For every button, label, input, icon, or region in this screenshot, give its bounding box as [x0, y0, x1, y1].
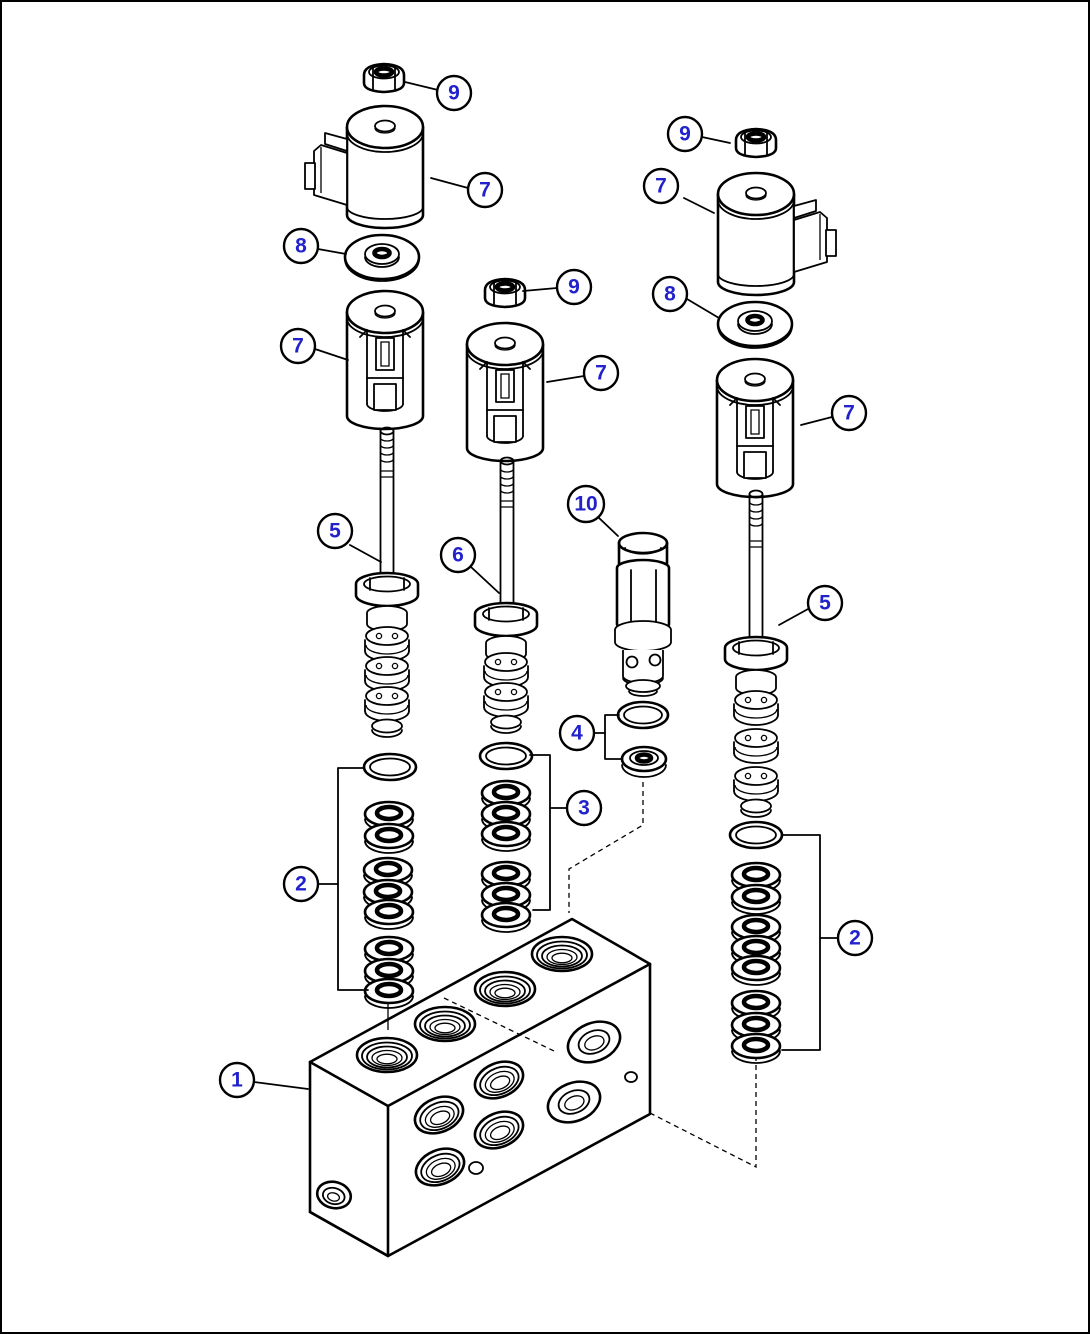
left-valve-assembly — [303, 64, 425, 1008]
right-valve-assembly — [715, 129, 838, 1063]
o-ring — [728, 820, 784, 850]
callout-label: 5 — [329, 520, 341, 543]
callout-label: 7 — [479, 179, 491, 202]
top-port — [473, 970, 537, 1008]
bracket-seal-kit-right — [781, 834, 821, 1051]
callout-4-plug-seals: 4 — [558, 714, 596, 752]
callout-9-middle-nut: 9 — [555, 268, 593, 306]
o-ring — [362, 752, 418, 782]
callout-3-middle-seal-kit: 3 — [565, 789, 603, 827]
cartridge-plug — [614, 531, 672, 697]
nut — [364, 64, 404, 92]
callout-label: 9 — [679, 123, 691, 146]
callout-label: 7 — [595, 362, 607, 385]
callout-label: 7 — [655, 175, 667, 198]
callout-6-middle-stem: 6 — [439, 536, 477, 574]
seal-stack — [732, 863, 780, 1063]
front-flat-port — [560, 1012, 628, 1072]
solenoid-coil-with-connector — [303, 104, 425, 230]
nut — [736, 129, 776, 157]
callout-label: 7 — [843, 402, 855, 425]
callout-7-left-upper-coil: 7 — [466, 171, 504, 209]
callout-9-right-nut: 9 — [666, 115, 704, 153]
callout-label: 2 — [849, 927, 861, 950]
callouts: 9 7 8 7 9 7 9 7 8 7 5 6 10 5 4 2 3 — [218, 74, 874, 1099]
manifold-block — [308, 917, 652, 1258]
washer — [345, 235, 419, 281]
callout-7-right-upper-coil: 7 — [642, 167, 680, 205]
callout-8-left-washer: 8 — [282, 227, 320, 265]
top-port — [355, 1036, 419, 1074]
callout-label: 2 — [295, 873, 307, 896]
front-port — [409, 1140, 471, 1194]
seal-stack — [482, 781, 530, 932]
callout-label: 9 — [568, 276, 580, 299]
seal-stack — [364, 802, 413, 1008]
middle-valve-assembly — [465, 279, 551, 932]
callout-7-left-lower-coil: 7 — [279, 327, 317, 365]
callout-7-right-lower-coil: 7 — [830, 394, 868, 432]
solenoid-coil-with-connector — [716, 171, 838, 297]
valve-stem — [473, 456, 539, 734]
front-port — [408, 1088, 470, 1142]
bracket-plug-seals — [604, 714, 623, 760]
solenoid-coil-with-slot — [715, 357, 795, 499]
callout-1-manifold-block: 1 — [218, 1061, 256, 1099]
washer — [718, 302, 792, 348]
callout-label: 3 — [578, 797, 590, 820]
callout-7-middle-coil: 7 — [582, 354, 620, 392]
backup-seal — [620, 745, 668, 778]
callout-label: 8 — [664, 283, 676, 306]
o-ring — [616, 700, 670, 730]
plug-seal-kit — [604, 700, 670, 778]
callout-5-left-stem: 5 — [316, 512, 354, 550]
position-leader-lines — [387, 782, 757, 1169]
callout-8-right-washer: 8 — [651, 275, 689, 313]
callout-2-left-seal-kit: 2 — [282, 865, 320, 903]
callout-label: 4 — [571, 722, 583, 745]
nut — [485, 279, 525, 307]
callout-label: 10 — [574, 493, 597, 516]
callout-label: 1 — [231, 1069, 243, 1092]
callout-label: 5 — [819, 592, 831, 615]
top-port — [530, 935, 594, 973]
bracket-seal-kit-left — [337, 767, 369, 991]
bracket-seal-kit-middle — [529, 754, 551, 911]
callout-label: 6 — [452, 544, 464, 567]
front-small-hole — [624, 1071, 638, 1083]
callout-2-right-seal-kit: 2 — [836, 919, 874, 957]
valve-stem — [723, 489, 789, 818]
front-port — [468, 1103, 530, 1157]
o-ring — [478, 741, 534, 771]
front-small-hole — [468, 1161, 484, 1175]
callout-9-left-nut: 9 — [435, 74, 473, 112]
callout-label: 7 — [292, 335, 304, 358]
side-port — [315, 1180, 353, 1210]
callout-label: 9 — [448, 82, 460, 105]
solenoid-coil-with-slot — [345, 289, 425, 431]
callout-label: 8 — [295, 235, 307, 258]
callout-leader-lines — [253, 81, 839, 1090]
top-port — [413, 1005, 477, 1043]
front-flat-port — [540, 1072, 608, 1132]
callout-5-right-stem: 5 — [806, 584, 844, 622]
solenoid-coil-with-slot — [465, 321, 545, 463]
valve-stem — [354, 426, 420, 738]
callout-10-cartridge-plug: 10 — [566, 484, 606, 524]
front-port — [468, 1053, 530, 1107]
